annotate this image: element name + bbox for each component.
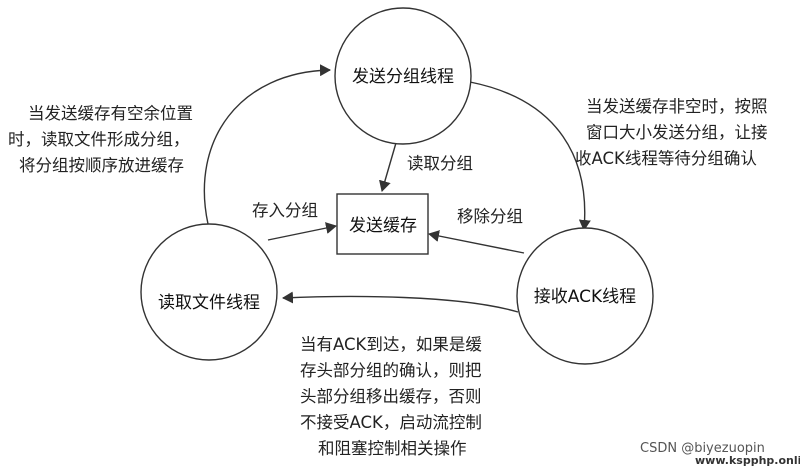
node-send-thread xyxy=(334,7,472,145)
note-right-line-3: 收ACK线程等待分组确认 xyxy=(575,149,757,168)
node-ack-thread-label: 接收ACK线程 xyxy=(534,287,636,307)
note-left-line-1: 当发送缓存有空余位置 xyxy=(28,104,193,123)
edge-label-read-group: 读取分组 xyxy=(407,154,473,173)
node-read-thread-label: 读取文件线程 xyxy=(158,293,260,313)
watermark-site: www.kspphp.online xyxy=(695,454,800,467)
edge-label-remove-group: 移除分组 xyxy=(457,207,523,226)
edge-ack-thread-to-read-thread xyxy=(282,291,519,313)
edge-send-thread-to-buffer xyxy=(379,135,399,192)
note-right-line-1: 当发送缓存非空时，按照 xyxy=(586,97,768,116)
node-ack-thread xyxy=(516,227,654,365)
note-bottom-line-5: 和阻塞控制相关操作 xyxy=(318,439,467,458)
note-bottom-line-2: 存头部分组的确认，则把 xyxy=(300,361,482,380)
edge-ack-thread-to-buffer xyxy=(428,230,525,254)
node-send-thread-label: 发送分组线程 xyxy=(352,67,454,87)
note-bottom-line-1: 当有ACK到达，如果是缓 xyxy=(300,335,482,354)
note-bottom-line-4: 不接受ACK，启动流控制 xyxy=(300,413,482,432)
edge-read-thread-to-send-thread xyxy=(203,64,331,225)
note-right-line-2: 窗口大小发送分组，让接 xyxy=(586,123,768,142)
edge-read-thread-to-buffer xyxy=(267,222,337,241)
node-send-buffer xyxy=(336,193,429,255)
edge-label-store-group: 存入分组 xyxy=(252,201,318,220)
watermark-csdn: CSDN @biyezuopin xyxy=(640,441,765,456)
node-read-thread xyxy=(140,223,278,361)
note-left-line-2: 时，读取文件形成分组， xyxy=(8,130,190,149)
note-bottom-line-3: 头部分组移出缓存，否则 xyxy=(300,387,482,406)
note-left-line-3: 将分组按顺序放进缓存 xyxy=(19,156,184,175)
node-send-buffer-label: 发送缓存 xyxy=(349,216,417,236)
edge-send-thread-to-ack-thread xyxy=(469,81,591,231)
